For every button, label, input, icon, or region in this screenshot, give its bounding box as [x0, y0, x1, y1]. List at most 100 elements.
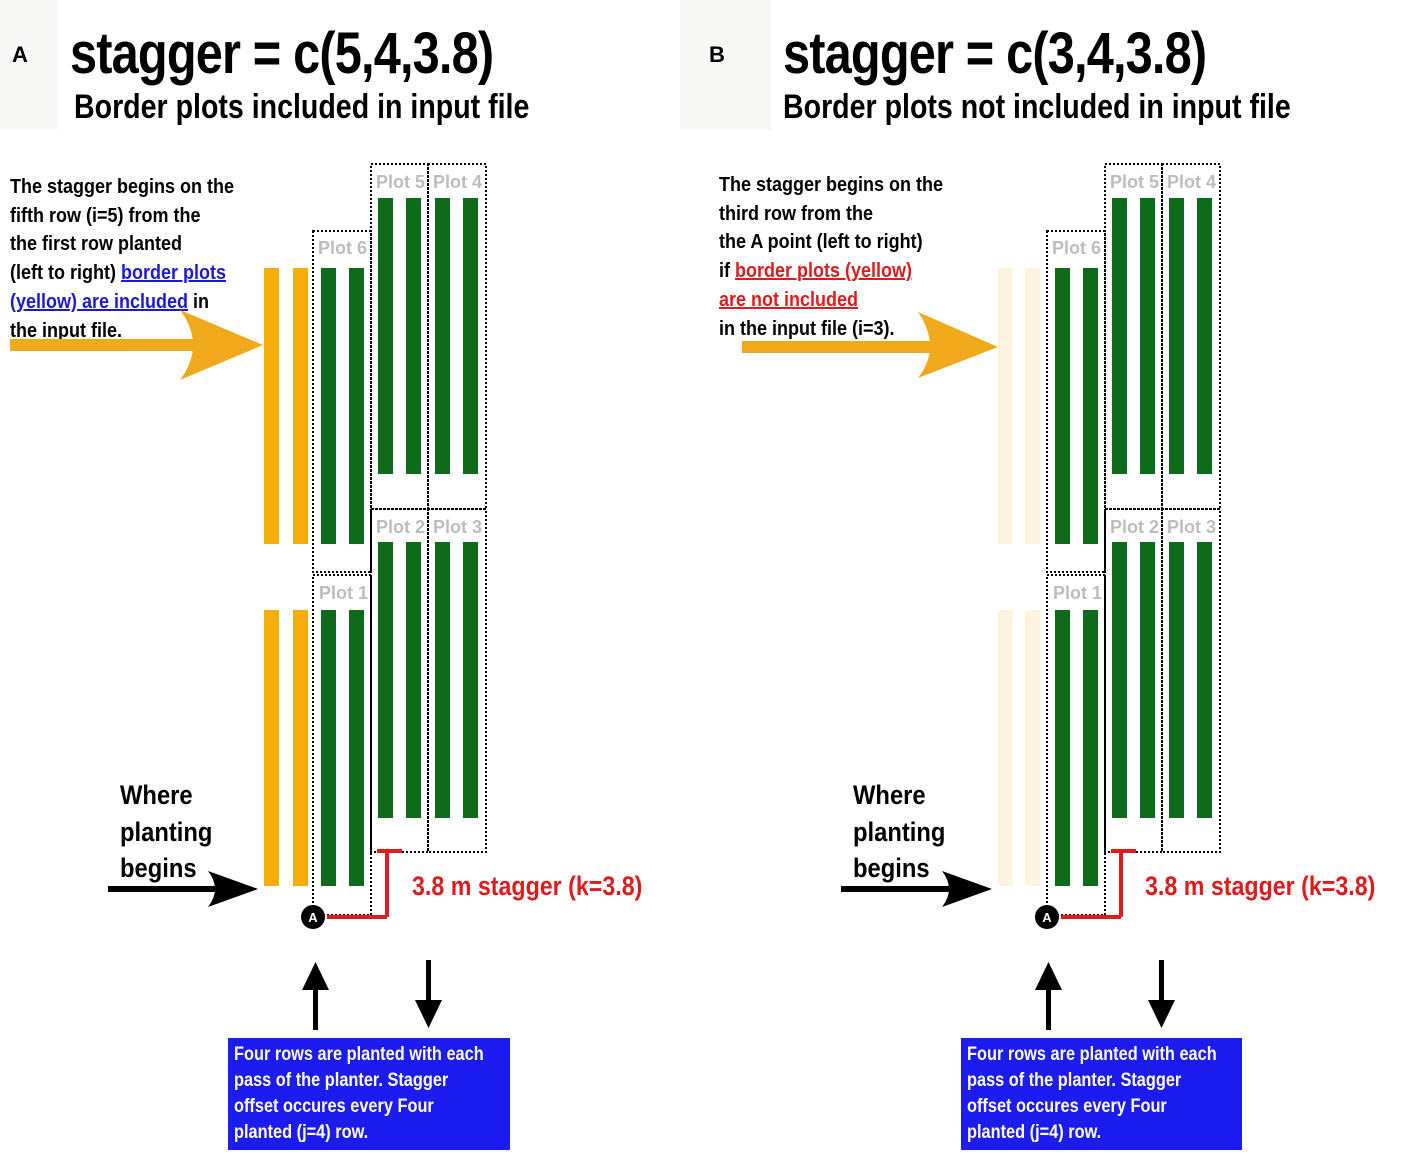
border-row	[293, 610, 308, 886]
crop-row	[1083, 268, 1098, 544]
where-planting-begins-label: Where planting begins	[853, 780, 946, 883]
description-line: (left to right)	[10, 262, 121, 285]
crop-row	[463, 542, 478, 818]
crop-row	[1140, 198, 1155, 474]
stagger-bracket	[327, 849, 402, 919]
crop-row	[1055, 610, 1070, 886]
crop-row	[1140, 542, 1155, 818]
description-line: the A point (left to right)	[719, 231, 923, 254]
stagger-distance-label: 3.8 m stagger (k=3.8)	[412, 871, 643, 901]
border-row	[998, 268, 1013, 544]
border-rows-excluded	[998, 268, 1040, 886]
crop-row	[349, 268, 364, 544]
plot-5: Plot 5	[370, 163, 429, 510]
panel-letter: B	[709, 42, 725, 67]
border-plots-highlight: border plots (yellow)	[735, 260, 913, 283]
crop-row	[321, 268, 336, 544]
description-line: if	[719, 260, 736, 283]
header-background	[0, 0, 58, 130]
up-arrow-icon	[302, 962, 329, 1030]
start-row-arrow-icon	[742, 312, 998, 378]
crop-row	[1169, 198, 1184, 474]
crop-row	[463, 198, 478, 474]
plot-1: Plot 1	[1046, 574, 1106, 916]
a-point-label: A	[308, 910, 318, 925]
field-layout-diagram: Plot 6 Plot 1 Plot 5 Plot 4 Plot	[742, 163, 1221, 1030]
crop-row	[406, 542, 421, 818]
plot-boundary	[1046, 230, 1106, 573]
crop-row	[435, 542, 450, 818]
down-arrow-icon	[415, 960, 442, 1028]
crop-row	[406, 198, 421, 474]
plot-boundary	[427, 508, 487, 853]
panel-title: stagger = c(3,4,3.8)	[783, 21, 1207, 86]
plot-label: Plot 2	[1110, 517, 1159, 537]
plot-label: Plot 4	[1167, 172, 1216, 192]
description-text: The stagger begins on the third row from…	[719, 171, 943, 343]
plot-boundary	[312, 230, 372, 573]
plot-2: Plot 2	[370, 508, 429, 853]
plot-3: Plot 3	[427, 508, 487, 853]
crop-row	[321, 610, 336, 886]
plot-2: Plot 2	[1104, 508, 1163, 853]
description-line: the first row planted	[10, 233, 183, 256]
plot-label: Plot 3	[433, 517, 482, 537]
border-plots-highlight: (yellow) are included	[10, 290, 189, 313]
plot-label: Plot 6	[1052, 238, 1101, 258]
crop-row	[1112, 198, 1127, 474]
panel-a: A stagger = c(5,4,3.8) Border plots incl…	[0, 0, 643, 1150]
crop-row	[349, 610, 364, 886]
where-planting-begins-label: Where planting begins	[120, 780, 213, 883]
up-arrow-icon	[1035, 962, 1062, 1030]
field-layout-diagram: Plot 6 Plot 1 Plot 5 Plot 4 Plot	[10, 163, 487, 1030]
crop-row	[1197, 198, 1212, 474]
border-plots-highlight: border plots	[120, 262, 226, 285]
plot-3: Plot 3	[1161, 508, 1221, 853]
planter-pass-note: Four rows are planted with each pass of …	[228, 1038, 510, 1150]
plot-label: Plot 5	[376, 172, 425, 192]
description-line: third row from the	[719, 202, 873, 225]
description-line: The stagger begins on the	[719, 174, 944, 196]
a-point-label: A	[1042, 910, 1052, 925]
border-row	[293, 268, 308, 544]
panel-subtitle: Border plots not included in input file	[783, 88, 1291, 126]
plot-5: Plot 5	[1104, 163, 1163, 510]
plot-6: Plot 6	[312, 230, 372, 573]
stagger-distance-label: 3.8 m stagger (k=3.8)	[1145, 871, 1376, 901]
panel-b: B stagger = c(3,4,3.8) Border plots not …	[680, 0, 1389, 1161]
plot-4: Plot 4	[427, 163, 487, 510]
planting-start-arrow-icon	[841, 871, 992, 907]
planting-start-arrow-icon	[108, 871, 258, 907]
plot-label: Plot 2	[376, 517, 425, 537]
stagger-bracket	[1061, 849, 1136, 919]
border-plots-highlight: are not included	[719, 288, 859, 311]
border-row	[264, 610, 279, 886]
border-row	[264, 268, 279, 544]
panel-title: stagger = c(5,4,3.8)	[70, 21, 494, 86]
plot-1: Plot 1	[312, 574, 372, 916]
crop-row	[1112, 542, 1127, 818]
a-point-marker: A	[301, 905, 325, 929]
description-text: The stagger begins on the fifth row (i=5…	[10, 173, 234, 345]
crop-row	[378, 198, 393, 474]
border-row	[998, 610, 1013, 886]
description-line: the input file.	[10, 319, 122, 342]
plot-4: Plot 4	[1161, 163, 1221, 510]
plot-label: Plot 4	[433, 172, 482, 192]
description-line: The stagger begins on the	[10, 176, 235, 198]
plot-label: Plot 1	[319, 583, 368, 603]
panel-letter: A	[12, 42, 28, 67]
crop-row	[435, 198, 450, 474]
planter-pass-note: Four rows are planted with each pass of …	[961, 1038, 1242, 1150]
description-line: in	[188, 290, 210, 313]
header-background	[680, 0, 772, 130]
crop-row	[1169, 542, 1184, 818]
plot-boundary	[1161, 508, 1221, 853]
border-row	[1025, 610, 1040, 886]
description-line: fifth row (i=5) from the	[10, 204, 201, 227]
plot-6: Plot 6	[1046, 230, 1106, 573]
crop-row	[1083, 610, 1098, 886]
plot-label: Plot 5	[1110, 172, 1159, 192]
border-row	[1025, 268, 1040, 544]
panel-subtitle: Border plots included in input file	[74, 88, 530, 126]
